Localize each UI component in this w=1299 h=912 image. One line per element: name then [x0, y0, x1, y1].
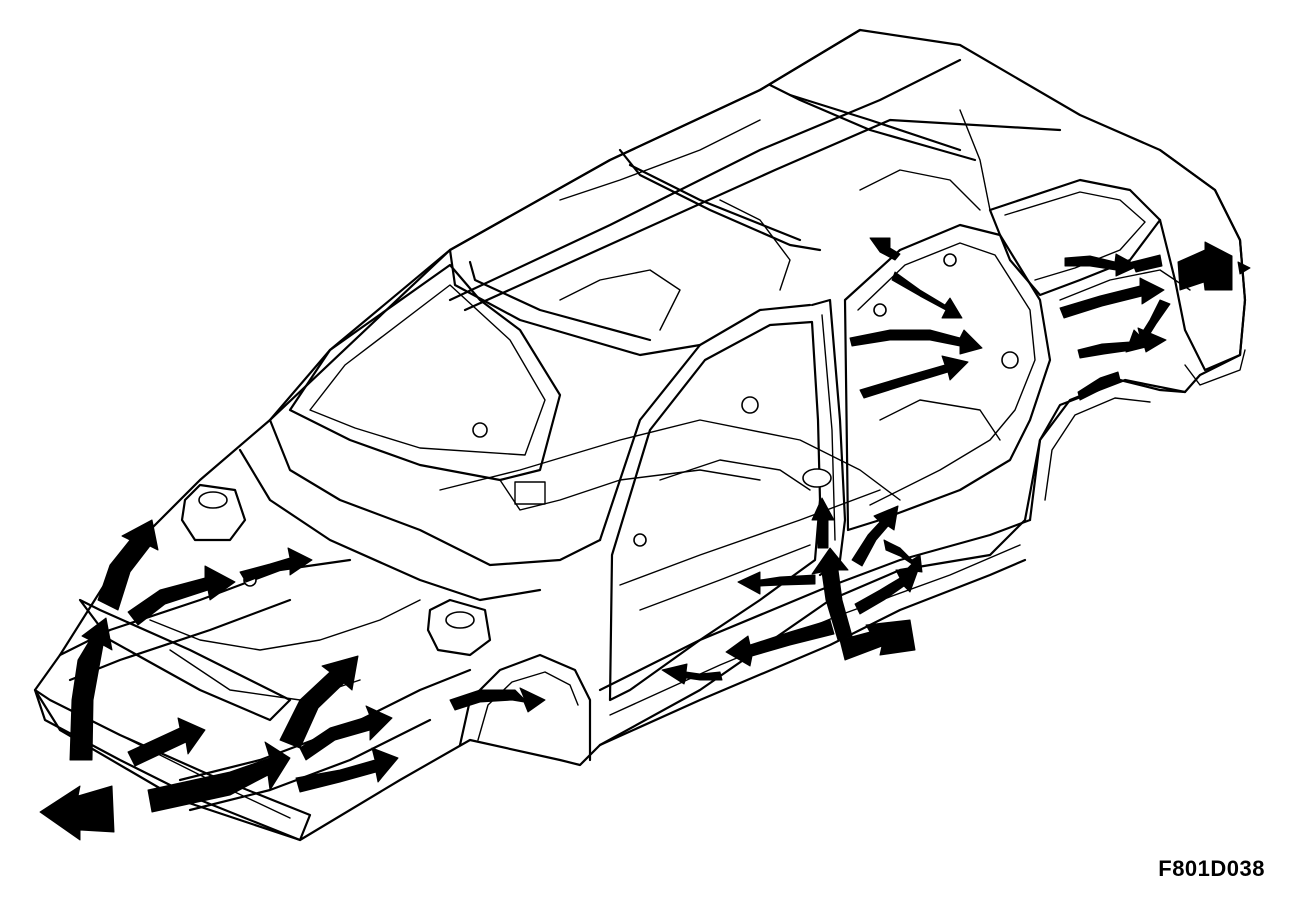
load-arrow [661, 663, 723, 685]
body-outline [33, 28, 1247, 842]
windshield-frame [288, 263, 562, 482]
rear-quarter-window-inner [1004, 191, 1146, 281]
a-pillar [598, 303, 812, 542]
load-arrow [299, 705, 393, 761]
load-arrow [737, 571, 816, 595]
front-rail-right-lower [188, 718, 432, 812]
strut-tower-left [180, 483, 247, 542]
roof-bow-front [448, 248, 702, 357]
cowl-panel [268, 418, 602, 567]
load-arrow [1064, 253, 1139, 277]
load-arrow [295, 747, 399, 793]
load-arrow [449, 687, 546, 713]
load-arrow [1059, 277, 1165, 319]
access-hole [741, 396, 759, 414]
load-arrow [239, 547, 313, 583]
load-arrow [1125, 299, 1171, 353]
load-arrow [811, 547, 853, 641]
roof-rail-left [268, 28, 862, 422]
rear-floor-edge [1184, 349, 1246, 386]
load-arrow [849, 329, 983, 355]
interior-contour-5 [659, 459, 811, 491]
rocker-sill-upper [598, 518, 1032, 692]
load-arrow [859, 355, 969, 399]
engine-bay-apron [149, 599, 421, 651]
roof-rail-right-inner [463, 118, 1062, 312]
access-hole [943, 253, 957, 267]
load-arrow [869, 237, 901, 261]
roof-rail-right [448, 58, 962, 302]
roof-bow-middle-inner [628, 163, 802, 242]
load-arrow [97, 519, 159, 611]
load-arrow [1177, 241, 1233, 291]
load-arrow [127, 717, 206, 767]
rocker-sill-lower [598, 558, 1027, 747]
load-arrow [1237, 261, 1251, 275]
access-hole [472, 422, 488, 438]
load-arrow [1131, 254, 1163, 273]
interior-contour-4 [559, 269, 681, 331]
roof-bow-front-inner [468, 260, 652, 342]
rear-door-inner [857, 242, 1036, 506]
bumper-beam-detail [59, 704, 291, 819]
load-arrow [147, 741, 291, 813]
load-arrow [839, 619, 916, 661]
interior-contour-3 [859, 169, 981, 211]
floor-cross-member [619, 489, 881, 586]
strut-mount-right [445, 611, 475, 629]
strut-tower-right [426, 598, 492, 657]
interior-contour-6 [879, 399, 1001, 441]
load-arrow [127, 565, 236, 626]
floor-cross-member-2 [639, 544, 811, 611]
cargo-floor [1059, 269, 1191, 301]
rear-wheel-arch-inner [1044, 397, 1151, 501]
access-hole [802, 468, 832, 488]
floor-tunnel [499, 469, 761, 511]
front-door-opening [608, 320, 822, 702]
b-pillar-inner [821, 314, 836, 541]
front-wheel-arch-inner [477, 671, 579, 741]
load-arrow [725, 619, 835, 667]
roof-bow-rear-inner [788, 93, 962, 152]
figure-code: F801D038 [1158, 856, 1265, 881]
load-arrow [1077, 371, 1121, 401]
load-arrow [69, 617, 113, 761]
interior-contour-2 [719, 199, 791, 291]
load-arrow [891, 271, 963, 319]
load-arrow [883, 539, 923, 573]
access-hole [1001, 351, 1019, 369]
floor-pan [439, 419, 901, 501]
load-arrow [851, 505, 899, 567]
rear-quarter-window [988, 178, 1162, 297]
load-path-arrows [39, 237, 1251, 841]
front-wheel-arch [458, 653, 592, 762]
radiator-support [78, 598, 292, 722]
load-arrow [811, 497, 835, 549]
body-structure [33, 28, 1247, 842]
rear-door-opening [843, 223, 1052, 532]
access-hole [633, 533, 647, 547]
roof-pillar-rear [959, 109, 991, 211]
load-arrow [279, 655, 359, 749]
floor-bracket [514, 481, 546, 505]
load-arrow [854, 569, 919, 615]
cowl-panel-lower [238, 448, 542, 602]
access-hole [873, 303, 887, 317]
interior-contour-1 [559, 119, 761, 201]
load-arrow [1077, 327, 1167, 359]
load-arrow [39, 785, 115, 841]
strut-mount-left [198, 491, 228, 509]
windshield-inner [309, 284, 546, 456]
tailgate-opening [1158, 148, 1247, 372]
